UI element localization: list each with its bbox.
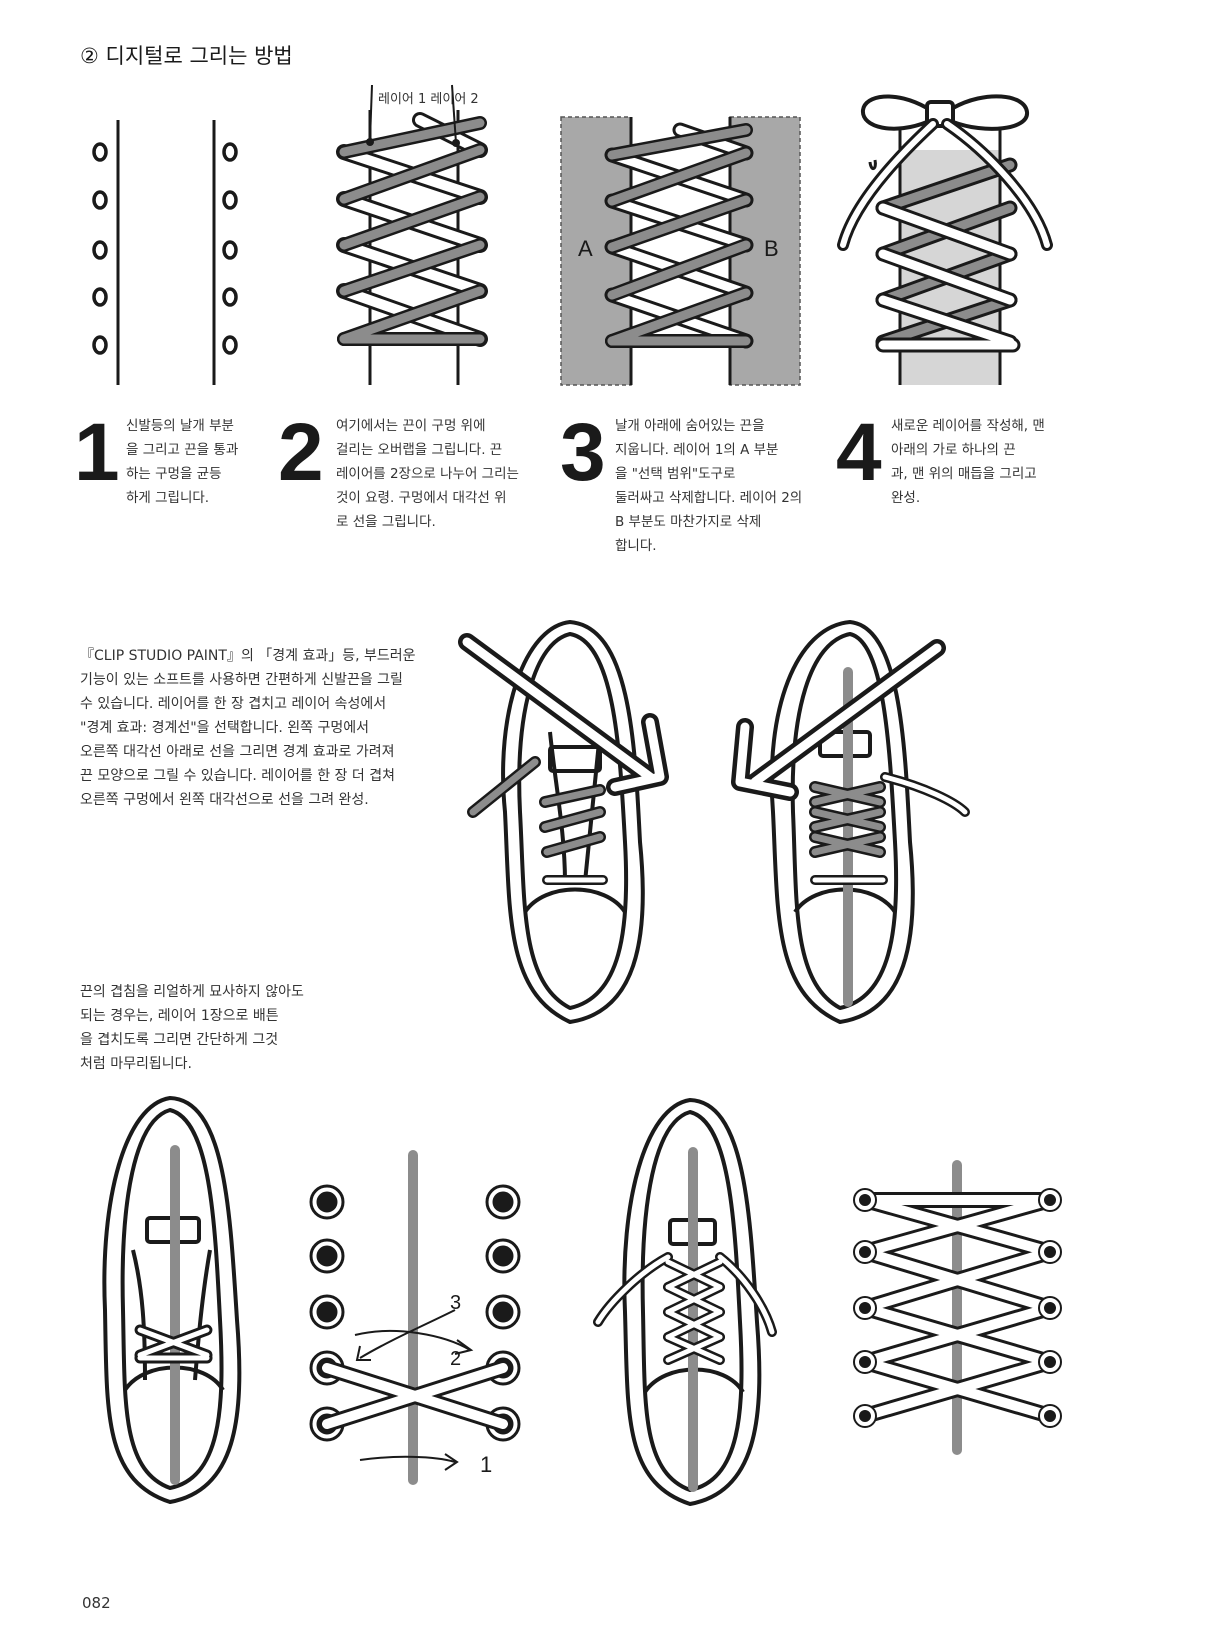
step-number-3: 3 [560, 407, 606, 498]
paragraph-single-layer: 끈의 겹침을 리얼하게 묘사하지 않아도 되는 경우는, 레이어 1장으로 배튼… [80, 984, 304, 1072]
step-text-4: 새로운 레이어를 작성해, 맨 아래의 가로 하나의 끈 과, 맨 위의 매듭을… [891, 418, 1045, 506]
order-number-3: 3 [450, 1292, 462, 1314]
step-text-2: 여기에서는 끈이 구멍 위에 걸리는 오버랩을 그립니다. 끈 레이어를 2장으… [336, 418, 519, 530]
region-label-a: A [578, 236, 593, 261]
step2-illustration [336, 84, 488, 385]
sneaker-single-layer-illustration [102, 1096, 242, 1504]
step3-illustration [560, 116, 801, 386]
step-number-4: 4 [836, 407, 882, 498]
sneaker-crisscross-illustration [593, 1098, 777, 1506]
section-title: ② 디지털로 그리는 방법 [80, 44, 293, 68]
step1-illustration [92, 120, 238, 385]
step-number-2: 2 [278, 407, 324, 498]
step-number-1: 1 [74, 407, 120, 498]
step4-illustration [837, 94, 1053, 385]
lacing-finished-diagram [853, 1160, 1062, 1455]
step-text-3: 날개 아래에 숨어있는 끈을 지웁니다. 레이어 1의 A 부분 을 "선택 범… [615, 418, 803, 554]
region-label-b: B [764, 236, 779, 261]
order-number-1: 1 [480, 1452, 493, 1477]
sneaker-pair-illustration [458, 620, 970, 1024]
page-number: 082 [82, 1594, 111, 1612]
step-text-1: 신발등의 날개 부분 을 그리고 끈을 통과 하는 구멍을 균등 하게 그립니다… [126, 418, 239, 506]
order-number-2: 2 [450, 1348, 462, 1370]
lacing-order-diagram [309, 1150, 521, 1485]
paragraph-boundary-effect: 『CLIP STUDIO PAINT』의 「경계 효과」등, 부드러운 기능이 … [80, 648, 416, 808]
